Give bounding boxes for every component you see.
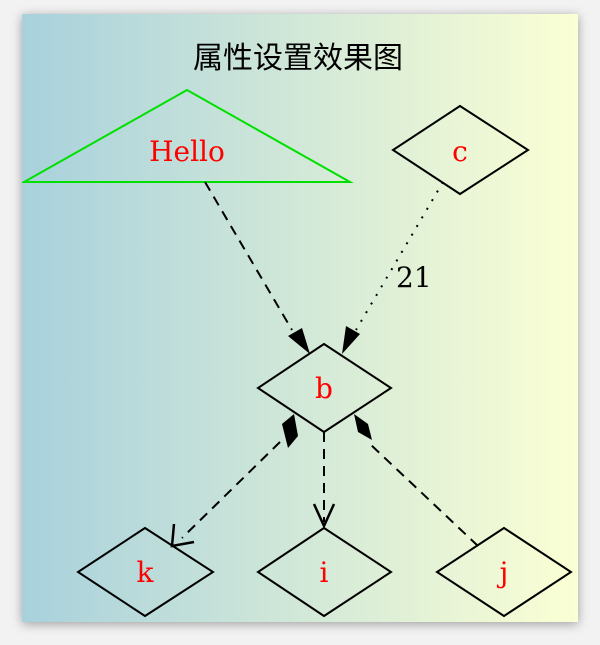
arrowhead-triangle [288, 328, 310, 354]
edge-line [181, 441, 281, 539]
node-hello: Hello [22, 88, 354, 183]
node-k: k [76, 526, 215, 618]
edge-hello-to-b [204, 181, 310, 354]
graph-svg: 属性设置效果图 Hello c b k [22, 14, 578, 622]
node-j: j [435, 526, 573, 618]
edge-b-to-k [170, 414, 298, 548]
graph-background [22, 14, 578, 622]
graph-title: 属性设置效果图 [193, 41, 403, 76]
node-label-hello: Hello [149, 135, 225, 168]
diamond-shape [256, 526, 393, 618]
arrowtail-diamond [282, 414, 298, 448]
diamond-shape [391, 104, 530, 196]
arrowhead-vee [312, 503, 336, 530]
diamond-shape [435, 526, 573, 618]
triangle-shape [22, 88, 354, 183]
node-label-b: b [315, 372, 333, 405]
node-label-k: k [137, 556, 155, 589]
node-i: i [256, 526, 393, 618]
edge-label-21: 21 [396, 261, 432, 294]
node-c: c [391, 104, 530, 196]
arrowhead-diamond [354, 414, 372, 440]
edge-line [369, 443, 479, 547]
node-label-i: i [320, 556, 329, 589]
edge-c-to-b: 21 [342, 181, 444, 354]
diamond-shape [76, 526, 215, 618]
edge-j-to-b [354, 414, 479, 547]
node-label-c: c [452, 135, 468, 168]
diagram-canvas: 属性设置效果图 Hello c b k [22, 14, 578, 622]
node-label-j: j [497, 556, 509, 589]
edge-b-to-i [312, 432, 336, 530]
arrowhead-triangle [342, 326, 360, 354]
edge-line [204, 181, 293, 331]
arrowhead-vee [170, 523, 195, 548]
